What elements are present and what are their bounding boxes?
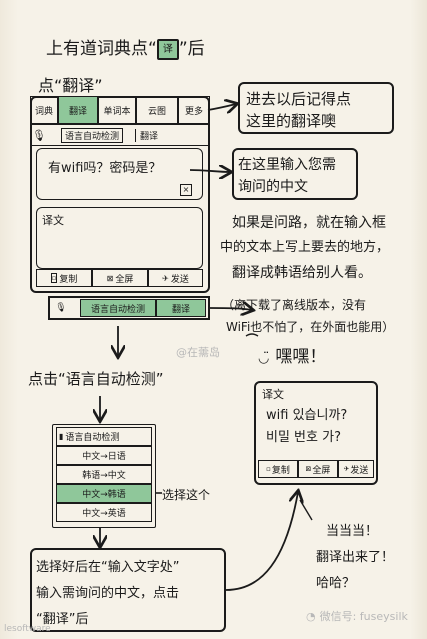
arrow-tab-to-note1 <box>207 104 236 110</box>
paragraph-line5: WiFi也不怕了，在外面也能用） <box>226 320 395 334</box>
send-icon: ✈ <box>162 273 169 283</box>
checkbox-icon: ▮ <box>59 432 64 441</box>
tab-more[interactable]: 更多 <box>178 96 210 124</box>
dropdown-item-zh-en[interactable]: 中文→英语 <box>56 503 152 522</box>
bottom-note-line2: 输入需询问的中文，点击 <box>36 586 180 601</box>
watermark-bottom-left: lesoftware <box>4 624 51 634</box>
paragraph-line2: 中的文本上写上要去的地方， <box>220 240 390 255</box>
app2-translate-button[interactable]: 翻译 <box>156 299 206 317</box>
result-label: 译文 <box>262 388 284 401</box>
heading-line2: 点“翻译” <box>38 76 103 95</box>
dropdown-item-ko-zh[interactable]: 韩语→中文 <box>56 465 152 484</box>
watermark-mid: @在薷岛 <box>176 346 220 359</box>
heading-line1-pre: 上有道词典点“ <box>46 39 157 59</box>
app1-copy-label: 复制 <box>59 274 78 285</box>
smiley-icon: ◡̈ <box>258 351 270 366</box>
note1-line1: 进去以后记得点 <box>246 90 352 108</box>
send-icon-2: ✈ <box>343 465 350 473</box>
copy-icon-2: ▫ <box>266 465 271 473</box>
speech-tail <box>299 499 313 521</box>
dropdown-item-auto[interactable]: ▮语言自动检测 <box>56 427 152 446</box>
app-mockup-1 <box>30 96 210 293</box>
wechat-icon: ◔ <box>306 610 316 623</box>
app1-copy-button[interactable]: ▫复制 <box>36 269 92 287</box>
copy-icon: ▫ <box>50 273 58 283</box>
result-fullscreen-label: 全屏 <box>312 465 331 476</box>
paragraph-line1: 如果是问路，就在输入框 <box>232 215 386 231</box>
dropdown-item-zh-ko[interactable]: 中文→韩语 <box>56 484 152 503</box>
microphone-icon-2[interactable]: 🎙 <box>55 303 67 313</box>
dropdown-item-zh-ja[interactable]: 中文→日语 <box>56 446 152 465</box>
app1-input-text: 有wifi吗？密码是？ <box>48 161 162 176</box>
app2-lang-selector[interactable]: 语言自动检测 <box>80 299 156 317</box>
fullscreen-icon: ⊠ <box>106 273 114 283</box>
translate-icon-drawn: 译 <box>156 38 179 60</box>
tab-translate[interactable]: 翻译 <box>58 96 98 124</box>
app1-output-label: 译文 <box>42 214 64 227</box>
app2-toolbar <box>48 296 210 320</box>
result-fullscreen-button[interactable]: ⊠全屏 <box>298 460 338 478</box>
tab-dictionary[interactable]: 词典 <box>30 96 58 124</box>
done-line3: 哈哈？ <box>316 576 356 591</box>
result-panel <box>254 381 378 485</box>
bottom-note-box <box>30 548 226 632</box>
done-line1: 当当当！ <box>326 524 379 539</box>
paragraph-hehe: 嘿嘿！ <box>275 347 327 367</box>
note2-line2: 询问的中文 <box>238 179 308 195</box>
result-copy-label: 复制 <box>271 465 290 476</box>
result-send-button[interactable]: ✈发送 <box>338 460 374 478</box>
note2-line1: 在这里输入您需 <box>238 157 336 173</box>
tab-wordbook[interactable]: 单词本 <box>98 96 136 124</box>
dropdown-item-auto-label: 语言自动检测 <box>65 433 120 443</box>
microphone-icon[interactable]: 🎙 <box>32 128 46 142</box>
watermark-wechat: ◔微信号: fuseysilk <box>306 608 408 624</box>
app1-translate-button[interactable]: 翻译 <box>135 128 162 142</box>
app1-fullscreen-button[interactable]: ⊠全屏 <box>92 269 148 287</box>
paragraph-line3: 翻译成韩语给别人看。 <box>232 265 372 281</box>
bottom-note-line3: “翻译”后 <box>36 612 89 627</box>
clear-icon[interactable]: × <box>180 184 192 196</box>
heading-line1: 上有道词典点“译”后 <box>46 34 205 60</box>
paragraph-line4: （离下载了离线版本，没有 <box>222 298 367 312</box>
app1-send-label: 发送 <box>170 274 189 285</box>
result-line2: 비밀 번호 가? <box>266 430 341 445</box>
result-copy-button[interactable]: ▫复制 <box>258 460 298 478</box>
tab-cloud[interactable]: 云图 <box>136 96 178 124</box>
app1-toolbar: 🎙 语言自动检测 翻译 <box>30 124 210 146</box>
app1-input-area[interactable] <box>36 148 203 200</box>
paragraph-line6: ◡̈ 嘿嘿！ <box>258 342 326 367</box>
arrow-bottom-to-result <box>225 492 298 591</box>
app1-send-button[interactable]: ✈发送 <box>148 269 203 287</box>
app1-fullscreen-label: 全屏 <box>115 274 134 285</box>
step2-text: 点击“语言自动检测” <box>28 370 164 388</box>
app1-lang-selector[interactable]: 语言自动检测 <box>61 127 124 143</box>
result-send-label: 发送 <box>350 465 369 476</box>
done-line2: 翻译出来了！ <box>316 550 395 565</box>
bottom-note-line1: 选择好后在“输入文字处” <box>36 560 180 575</box>
fullscreen-icon-2: ⊠ <box>305 465 312 473</box>
heading-line1-post: ”后 <box>178 39 205 59</box>
note1-line2: 这里的翻译噢 <box>246 112 337 130</box>
watermark-wechat-label: 微信号: fuseysilk <box>319 610 408 623</box>
result-line1: wifi 있습니까? <box>266 408 348 423</box>
lang-dropdown <box>52 424 156 528</box>
hint-select-this: 选择这个 <box>162 488 211 502</box>
app1-output-area <box>36 207 203 269</box>
